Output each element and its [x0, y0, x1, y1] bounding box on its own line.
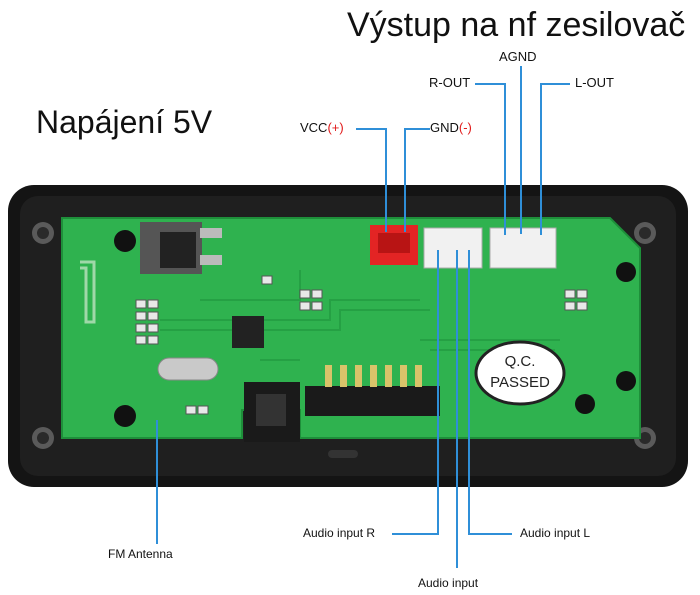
audio-input-l-leader-h — [468, 533, 512, 535]
audio-input-r-leader-v — [437, 250, 439, 534]
l-out-label: L-OUT — [575, 75, 614, 90]
ic-chip — [232, 316, 264, 348]
fm-antenna-leader — [156, 420, 158, 544]
fm-antenna-label: FM Antenna — [108, 547, 173, 561]
power-title: Napájení 5V — [36, 104, 213, 140]
vcc-text: VCC — [300, 120, 328, 135]
vcc-label: VCC(+) — [300, 120, 344, 135]
output-title: Výstup na nf zesilovač — [347, 6, 686, 44]
gnd-leader-v — [404, 128, 406, 232]
audio-input-l-label: Audio input L — [520, 526, 591, 540]
gnd-leader-h — [404, 128, 430, 130]
sd-card-slot — [305, 386, 440, 416]
smd-parts — [135, 275, 588, 415]
audio-output-connector — [489, 227, 557, 269]
audio-input-r-leader-h — [392, 533, 439, 535]
pcb-antenna — [80, 260, 96, 324]
screw — [114, 230, 136, 252]
gnd-sign: (-) — [458, 120, 472, 135]
qc-sticker-line2: PASSED — [490, 374, 550, 391]
vcc-leader-h — [356, 128, 386, 130]
qc-sticker-line1: Q.C. — [505, 353, 536, 370]
r-out-label: R-OUT — [429, 75, 471, 90]
agnd-leader — [520, 66, 522, 234]
crystal — [157, 357, 219, 381]
qc-sticker — [474, 340, 566, 406]
audio-input-r-label: Audio input R — [303, 526, 376, 540]
vcc-leader-v — [385, 128, 387, 232]
l-out-leader-v — [540, 83, 542, 235]
audio-input-connector — [423, 227, 483, 269]
audio-input-label: Audio input — [418, 576, 479, 590]
sd-pins — [325, 365, 422, 387]
audio-input-l-leader-v — [468, 250, 470, 534]
r-out-leader-v — [504, 83, 506, 235]
audio-input-leader — [456, 250, 458, 568]
agnd-label: AGND — [499, 49, 537, 64]
l-out-leader-h — [540, 83, 570, 85]
gnd-text: GND — [430, 120, 459, 135]
gnd-label: GND(-) — [430, 120, 472, 135]
vcc-sign: (+) — [327, 120, 344, 135]
r-out-leader-h — [475, 83, 505, 85]
